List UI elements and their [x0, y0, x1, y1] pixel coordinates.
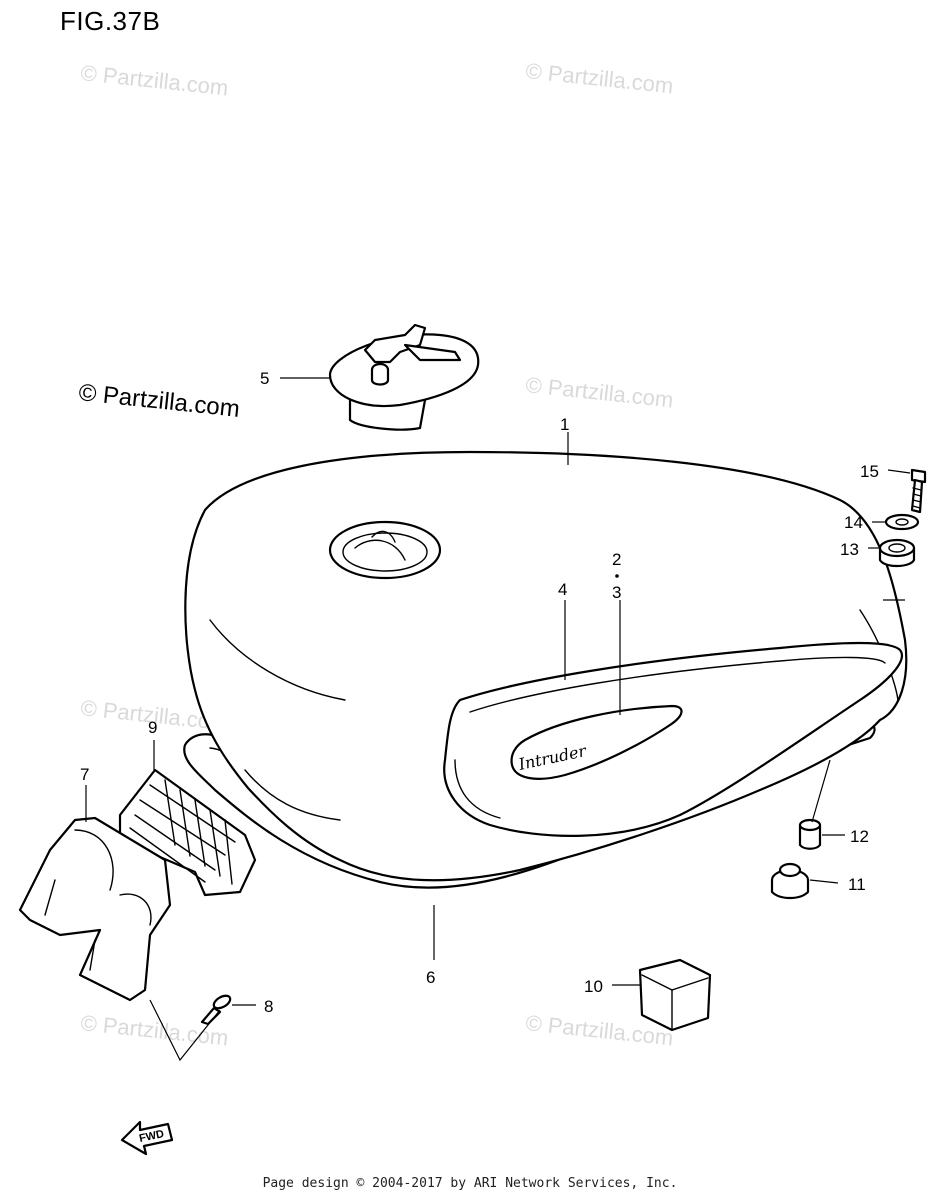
part-10-pad [638, 958, 712, 1032]
part-11-grommet [770, 862, 810, 900]
callout-5: 5 [260, 369, 269, 388]
callout-1: 1 [560, 415, 569, 434]
callout-15: 15 [860, 462, 879, 481]
callout-11: 11 [848, 875, 866, 894]
fwd-label: FWD [138, 1128, 165, 1145]
figure-title: FIG.37B [60, 6, 161, 36]
parts-diagram: © Partzilla.com © Partzilla.com © Partzi… [18, 58, 927, 1156]
part-8-screw [200, 994, 232, 1026]
callout-4: 4 [558, 580, 567, 599]
part-4-side-panel [443, 641, 903, 837]
part-13-cushion [878, 538, 916, 568]
part-14-washer [884, 513, 920, 531]
part-15-bolt [910, 468, 927, 514]
part-5-fuel-cap [328, 323, 480, 431]
watermark: © Partzilla.com [524, 58, 674, 98]
callout-8: 8 [264, 997, 273, 1016]
callout-13: 13 [840, 540, 859, 559]
watermark-main: © Partzilla.com [77, 379, 241, 423]
page-footer: Page design © 2004-2017 by ARI Network S… [262, 1176, 678, 1191]
callout-10: 10 [584, 977, 603, 996]
part-9-cushion [118, 768, 257, 897]
callout-14: 14 [844, 513, 863, 532]
callout-9: 9 [148, 718, 157, 737]
watermark: © Partzilla.com [79, 60, 229, 100]
fwd-arrow: FWD [120, 1120, 174, 1156]
callout-separator-dot [615, 574, 619, 578]
callout-2: 2 [612, 550, 621, 569]
callout-12: 12 [850, 827, 869, 846]
callout-6: 6 [426, 968, 435, 987]
leader-lines [85, 377, 911, 1062]
callout-labels: 1 2 3 4 5 6 7 8 9 10 11 12 13 14 15 [80, 369, 879, 1016]
callout-7: 7 [80, 765, 89, 784]
part-7-bracket [18, 816, 172, 1002]
part-2-3-emblem: Intruder [510, 704, 683, 780]
callout-3: 3 [612, 583, 621, 602]
watermark: © Partzilla.com [524, 372, 674, 412]
part-12-spacer [798, 818, 822, 850]
